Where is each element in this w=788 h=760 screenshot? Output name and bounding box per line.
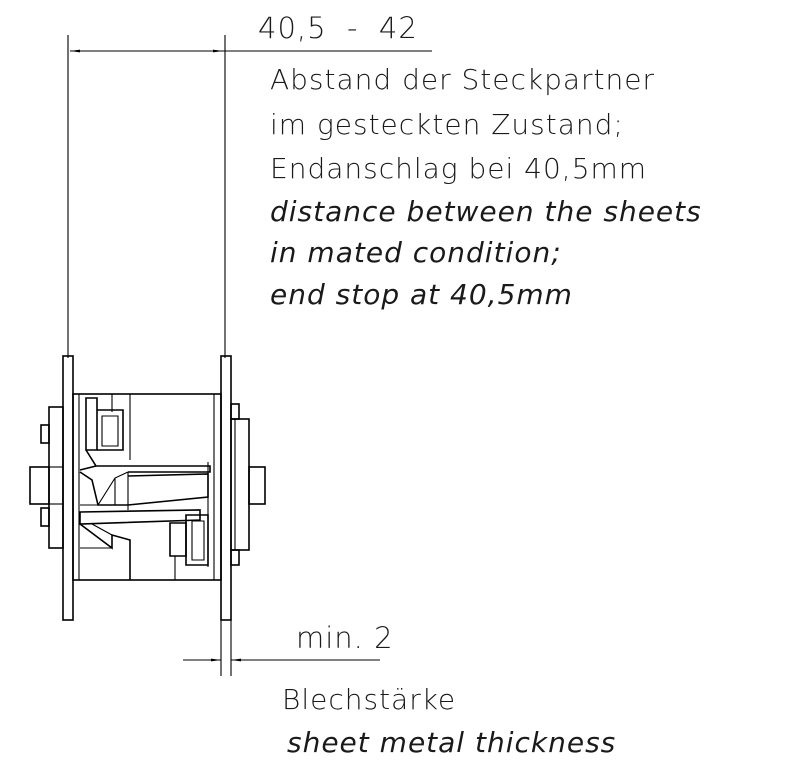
left-outer-hardware	[29, 406, 64, 549]
connector-housing	[72, 393, 222, 581]
note-de-line-2: im gesteckten Zustand;	[270, 108, 624, 141]
right-outer-hardware	[230, 403, 266, 566]
left-sheet	[62, 355, 74, 621]
note-de-line-1: Abstand der Steckpartner	[270, 63, 655, 96]
thickness-note-de: Blechstärke	[282, 683, 456, 716]
note-en-line-1: distance between the sheets	[270, 195, 702, 228]
thickness-dimension: min. 2	[183, 620, 394, 676]
thickness-note: Blechstärke sheet metal thickness	[282, 683, 616, 759]
overall-dimension: 40,5 - 42	[67, 11, 432, 358]
note-en-line-2: in mated condition;	[270, 236, 562, 269]
dimension-text-thickness: min. 2	[296, 621, 394, 655]
connector-assembly	[29, 355, 266, 621]
distance-note: Abstand der Steckpartner im gesteckten Z…	[270, 63, 702, 311]
thickness-note-en: sheet metal thickness	[287, 726, 616, 759]
dimension-text-overall: 40,5 - 42	[258, 11, 418, 45]
note-en-line-3: end stop at 40,5mm	[270, 278, 573, 311]
note-de-line-3: Endanschlag bei 40,5mm	[270, 152, 647, 185]
right-sheet	[220, 355, 232, 621]
